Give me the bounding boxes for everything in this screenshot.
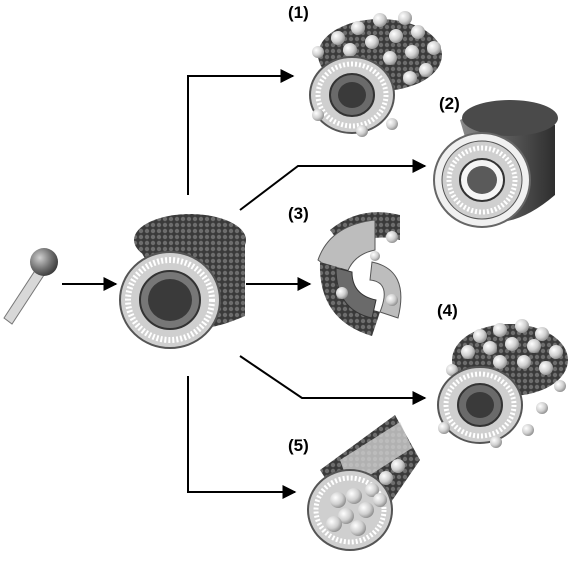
arrows [62,69,427,499]
core-beads-5 [326,459,405,536]
arrow-to-2 [239,159,427,211]
structure-4 [437,319,568,448]
solid-shell-cylinder-icon [433,100,558,228]
structure-1 [309,11,442,137]
arrow-to-4 [239,355,427,405]
label-1: (1) [288,3,309,22]
structure-3 [317,212,402,336]
label-3: (3) [288,204,309,223]
label-5: (5) [288,436,309,455]
label-4: (4) [437,301,458,320]
arrow-to-1 [187,69,295,195]
structure-5 [307,415,420,551]
label-2: (2) [439,94,460,113]
surface-beads-4 [446,319,566,392]
arrow-to-5 [187,376,297,499]
lipid-molecule-icon [3,248,58,325]
surface-beads-1 [312,11,441,85]
central-lipid-cylinder [119,214,246,349]
